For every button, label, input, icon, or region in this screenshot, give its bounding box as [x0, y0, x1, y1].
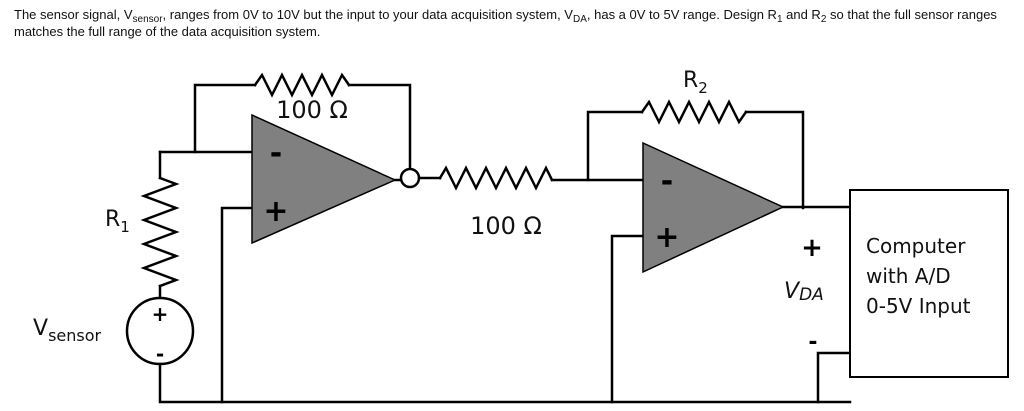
- vsensor-label: Vsensor: [33, 316, 102, 345]
- opamp1-plus-sign: +: [263, 194, 288, 229]
- feedback1-right-wire: [347, 83, 412, 170]
- opamp2-minus-sign: -: [661, 164, 673, 199]
- feedback-resistor-1-label: 100 Ω: [276, 96, 348, 124]
- opamp2-plus-sign: +: [654, 220, 679, 255]
- question-sub-2: 2: [820, 14, 827, 25]
- resistor-r1: [140, 176, 180, 288]
- feedback2-left-wire: [586, 110, 644, 182]
- series-resistor-label: 100 Ω: [470, 212, 542, 240]
- vda-label: VDA: [784, 279, 824, 305]
- feedback1-left-wire: [193, 83, 257, 154]
- question-sub-sensor: sensor: [132, 14, 163, 25]
- computer-ground-wire: [816, 351, 852, 404]
- feedback-resistor-1: [253, 72, 351, 98]
- r1-label: R1: [105, 207, 130, 236]
- r2-label: R2: [683, 68, 708, 97]
- problem-statement: The sensor signal, Vsensor, ranges from …: [14, 6, 1010, 40]
- opamp-2: [642, 141, 785, 274]
- question-sub-da: DA: [572, 14, 587, 25]
- question-text-4: and R: [782, 7, 821, 22]
- question-text-2: , ranges from 0V to 10V but the input to…: [162, 7, 573, 22]
- computer-label-line2: with A/D: [866, 264, 951, 288]
- question-sub-1: 1: [776, 14, 783, 25]
- source-minus-sign: -: [156, 342, 164, 366]
- opamp1-minus-sign: -: [270, 136, 282, 171]
- vda-minus-sign: -: [808, 330, 817, 355]
- question-text-1: The sensor signal, V: [14, 7, 133, 22]
- vda-plus-sign: +: [801, 233, 823, 263]
- source-plus-sign: +: [152, 302, 169, 326]
- resistor-r2: [640, 99, 748, 125]
- opamp-1: [251, 113, 397, 245]
- opamp1-noninverting-wire: [220, 206, 254, 404]
- computer-label-line1: Computer: [866, 234, 966, 258]
- output-node: [399, 167, 421, 189]
- series-resistor: [438, 165, 554, 191]
- ground-return-wire: [158, 362, 852, 404]
- feedback2-right-wire: [744, 110, 805, 210]
- question-text-5: so that the full sensor ranges matches t…: [14, 7, 997, 39]
- computer-label-line3: 0-5V Input: [866, 294, 971, 318]
- opamp2-noninverting-wire: [610, 234, 645, 404]
- question-text-3: , has a 0V to 5V range. Design R: [586, 7, 777, 22]
- computer-box: [849, 189, 1009, 378]
